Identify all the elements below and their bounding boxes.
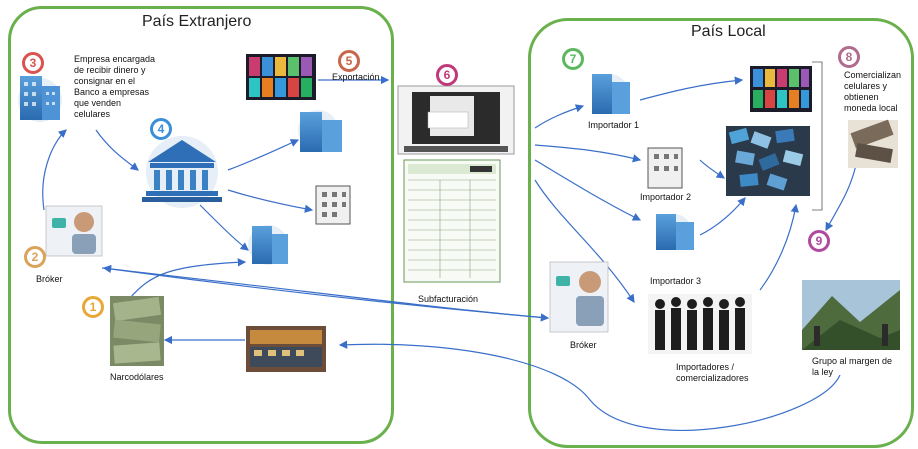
foreign-country-title: País Extranjero [142,13,252,30]
importer2-label: Importador 2 [640,192,692,202]
armed-group-image [802,280,900,350]
local-broker-avatar-image [549,261,609,333]
foreign-country-region [8,6,394,444]
local-country-title: País Local [691,23,766,40]
broker-foreign-label: Bróker [36,274,63,284]
importer3-building-icon [656,214,694,250]
local-phones-image [750,66,812,112]
step-1-badge: 1 [82,296,104,318]
gray-building-icon [315,185,351,225]
phones-image [246,54,316,100]
step-2-badge: 2 [24,246,46,268]
importers-silhouettes-image [648,294,752,354]
flow-arrows [42,75,857,431]
company-description: Empresa encargada de recibir dinero y co… [74,54,156,119]
invoice-document-image [403,159,501,283]
cash-image [848,119,898,168]
importers-label: Importadores / comercializadores [676,362,749,383]
broker-avatar-image [45,205,103,257]
step-9-badge: 9 [808,230,830,252]
local-country-region [528,18,914,448]
money-image [110,296,164,366]
importer3-label: Importador 3 [650,276,702,286]
building-icon [248,225,288,265]
export-label: Exportación [332,72,380,82]
broker-local-label: Bróker [570,340,597,350]
step-6-badge: 6 [436,64,458,86]
step-7-badge: 7 [562,48,584,70]
store-image [246,326,326,372]
bank-icon [142,136,222,208]
building-icon [298,110,342,152]
commercialize-label: Comercializan celulares y obtienen moned… [844,70,902,113]
step-8-badge: 8 [838,46,860,68]
subfacturacion-label: Subfacturación [418,294,479,304]
importer1-building-icon [592,74,630,114]
phone-pile-image [726,126,810,196]
armed-group-label: Grupo al margen de la ley [812,356,893,377]
company-building-icon [18,76,62,122]
importer2-building-icon [647,147,683,189]
step-3-badge: 3 [22,52,44,74]
importer1-label: Importador 1 [588,120,640,130]
narco-dollars-label: Narcodólares [110,372,164,382]
step-5-badge: 5 [338,50,360,72]
laptop-image [397,85,515,155]
step-4-badge: 4 [150,118,172,140]
